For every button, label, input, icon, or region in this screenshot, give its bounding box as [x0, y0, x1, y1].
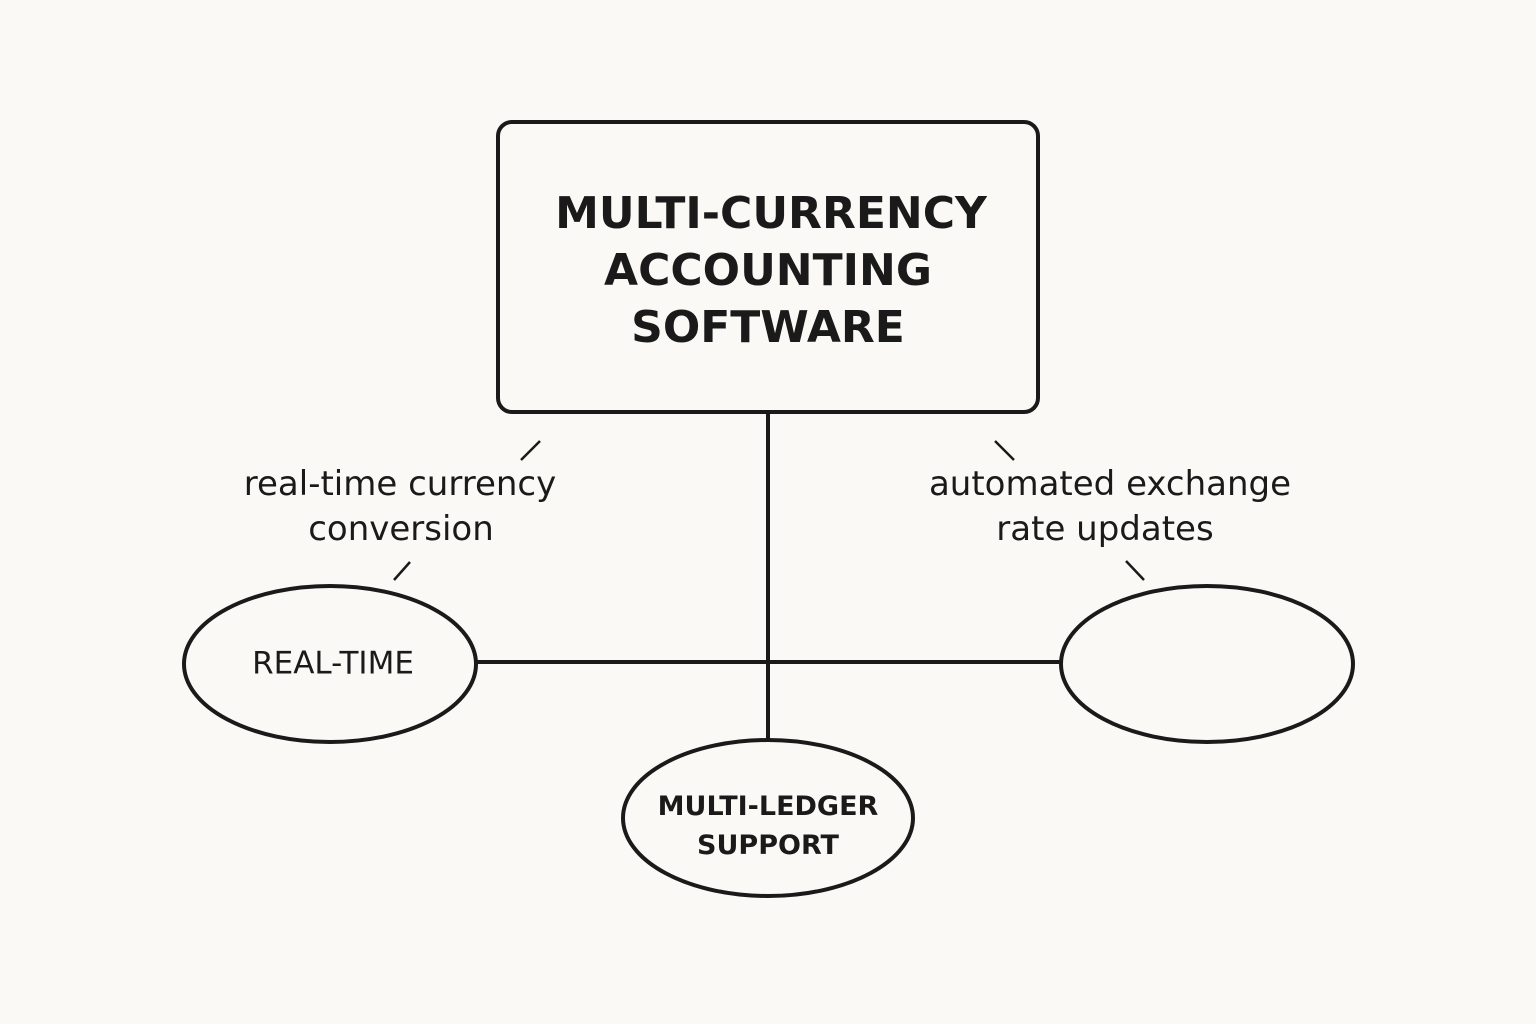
right-annotation-line-1: automated exchange [929, 464, 1291, 504]
right-annotation-tick-bottom [1125, 560, 1145, 581]
left-node-label: REAL-TIME [252, 646, 414, 682]
left-annotation-line-2: conversion [308, 509, 494, 549]
left-annotation-line-1: real-time currency [244, 464, 556, 504]
main-box [496, 120, 1040, 414]
main-title-line-3: SOFTWARE [631, 302, 905, 353]
bottom-node [621, 738, 915, 898]
main-title-line-1: MULTI-CURRENCY [555, 188, 988, 239]
left-annotation-tick-bottom [393, 561, 411, 581]
left-annotation-tick-top [520, 440, 541, 461]
right-node [1059, 584, 1355, 744]
bottom-node-label-line-2: SUPPORT [697, 830, 839, 861]
bottom-node-label-line-1: MULTI-LEDGER [658, 791, 879, 822]
main-title-line-2: ACCOUNTING [604, 245, 932, 296]
right-annotation-line-2: rate updates [996, 509, 1213, 549]
right-annotation-tick-top [994, 440, 1015, 461]
left-node [182, 584, 478, 744]
